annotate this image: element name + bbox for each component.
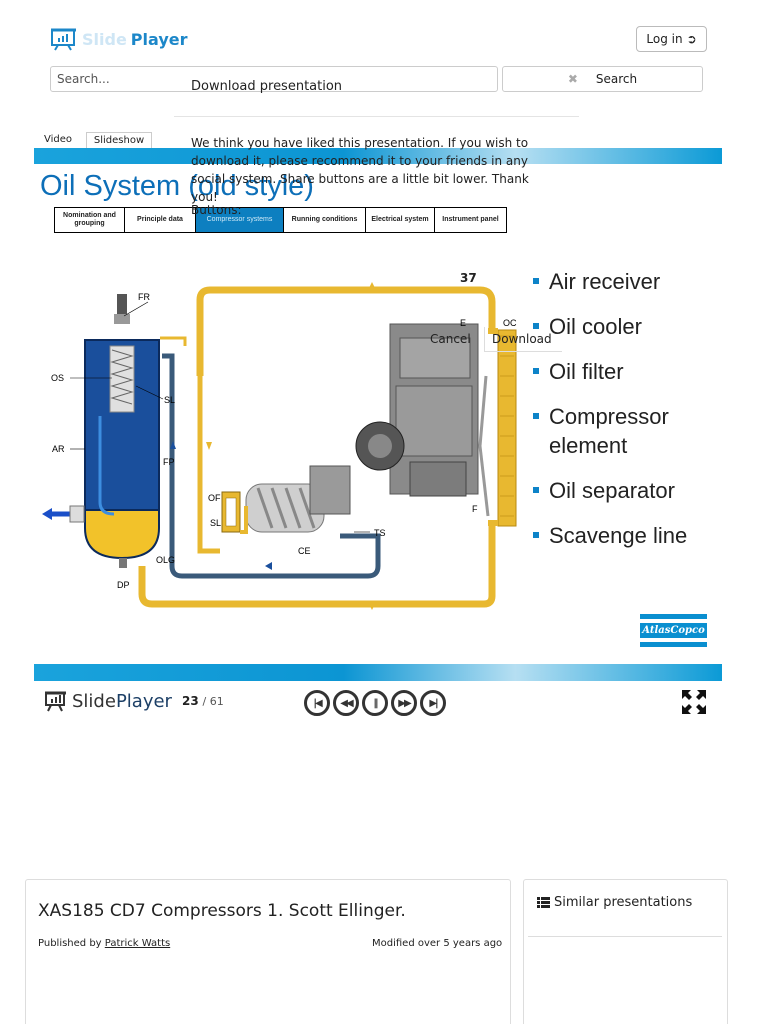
search-button-label: Search [595,72,638,86]
atlas-copco-logo: AtlasCopco [640,614,707,647]
published-by-label: Published by [38,938,102,949]
slide-title: Oil System (old style) [40,170,314,202]
label-ce: CE [298,546,311,556]
author-link[interactable]: Patrick Watts [104,938,171,949]
label-e: E [460,318,466,328]
bullet-text: Oil separator [549,478,675,503]
search-placeholder: Search... [57,72,110,86]
bullet-text: Oil cooler [549,314,642,339]
pause-icon[interactable]: || [362,690,388,716]
bullet-item: Oil separator [533,476,689,505]
list-icon [537,897,550,908]
presentation-board-icon [51,28,76,51]
logo-slide-text: Slide [72,690,116,712]
site-logo[interactable]: Slide Player [50,26,187,52]
bullet-square-icon [533,278,539,284]
last-icon[interactable]: ▶| [420,690,446,716]
bullet-text: Compressor element [549,404,669,458]
label-dp: DP [117,580,130,590]
search-input[interactable]: Search... [50,66,498,92]
label-sl: SL [164,395,175,405]
presentation-title: XAS185 CD7 Compressors 1. Scott Ellinger… [38,901,406,921]
bullet-square-icon [533,368,539,374]
login-icon: ➲ [686,32,697,46]
download-dialog-buttons-label: Buttons: [191,203,242,217]
bullet-item: Scavenge line [533,521,689,550]
bullet-square-icon [533,487,539,493]
label-olg: OLG [156,555,175,565]
modified-date: Modified over 5 years ago [372,938,503,949]
bullet-square-icon [533,323,539,329]
nav-cell: Running conditions [284,208,366,232]
search-button[interactable]: ✖ Search [502,66,703,92]
clear-icon[interactable]: ✖ [567,72,578,86]
bullet-item: Oil filter [533,357,689,386]
label-fr: FR [138,292,150,302]
bullet-item: Oil cooler [533,312,689,341]
tab-video[interactable]: Video [44,134,73,145]
total-pages: / 61 [202,695,224,708]
slide-top-bar [34,148,722,164]
page-counter: 23 / 61 [182,694,224,708]
nav-cell: Instrument panel [442,216,499,223]
logo-text: Player [130,29,188,49]
presentation-board-icon [45,691,66,712]
slide-bottom-bar [34,664,722,681]
cancel-button[interactable]: Cancel [430,332,471,346]
login-button[interactable]: Log in ➲ [636,26,707,52]
published-by: Published by Patrick Watts [38,938,170,949]
similar-presentations-card [523,879,728,1024]
bullet-item: Air receiver [533,267,689,296]
bullet-text: Scavenge line [549,523,688,548]
player-controls: |◀ ◀◀ || ▶▶ ▶| [304,690,446,716]
similar-presentations-label: Similar presentations [554,895,693,910]
slide-bullets: Air receiver Oil cooler Oil filter Compr… [533,267,689,566]
login-label: Log in [646,32,683,46]
fullscreen-icon[interactable] [682,690,706,714]
first-icon[interactable]: |◀ [304,690,330,716]
nav-cell: Principle data [125,208,196,232]
label-ts: TS [374,528,386,538]
label-fp: FP [163,457,175,467]
logo-faded-text: Slide [82,29,127,49]
nav-cell: Electrical system [366,208,435,232]
nav-cell-active: Compressor systems [196,208,284,232]
prev-icon[interactable]: ◀◀ [333,690,359,716]
dialog-divider [174,116,579,117]
current-page: 23 [182,694,199,708]
next-icon[interactable]: ▶▶ [391,690,417,716]
label-of: OF [208,493,221,503]
label-ar: AR [52,444,65,454]
label-f: F [472,504,478,514]
tab-slideshow[interactable]: Slideshow [86,132,152,149]
logo-player-text: Player [115,690,172,712]
label-os: OS [51,373,64,383]
download-button[interactable]: Download [492,332,552,346]
presentation-info-card [25,879,511,1024]
slide-nav-table: Nomination and grouping Principle data C… [54,207,507,233]
download-dialog-message: We think you have liked this presentatio… [191,136,529,204]
label-oc: OC [503,318,517,328]
bullet-text: Oil filter [549,359,624,384]
nav-cell: Nomination and grouping [55,208,125,232]
bullet-square-icon [533,413,539,419]
atlas-copco-text: AtlasCopco [642,625,705,636]
bullet-square-icon [533,532,539,538]
oil-system-diagram: FR OS SL AR FP OF SL CE TS OLG DP E OC F [42,282,517,610]
similar-presentations-header[interactable]: Similar presentations [537,895,692,910]
bullet-item: Compressor element [533,402,689,460]
label-sl2: SL [210,518,221,528]
similar-divider [528,936,722,937]
dialog-button-frame [484,327,562,352]
download-dialog-title: Download presentation [191,79,343,94]
bullet-text: Air receiver [549,269,661,294]
slide-number: 37 [460,271,477,285]
